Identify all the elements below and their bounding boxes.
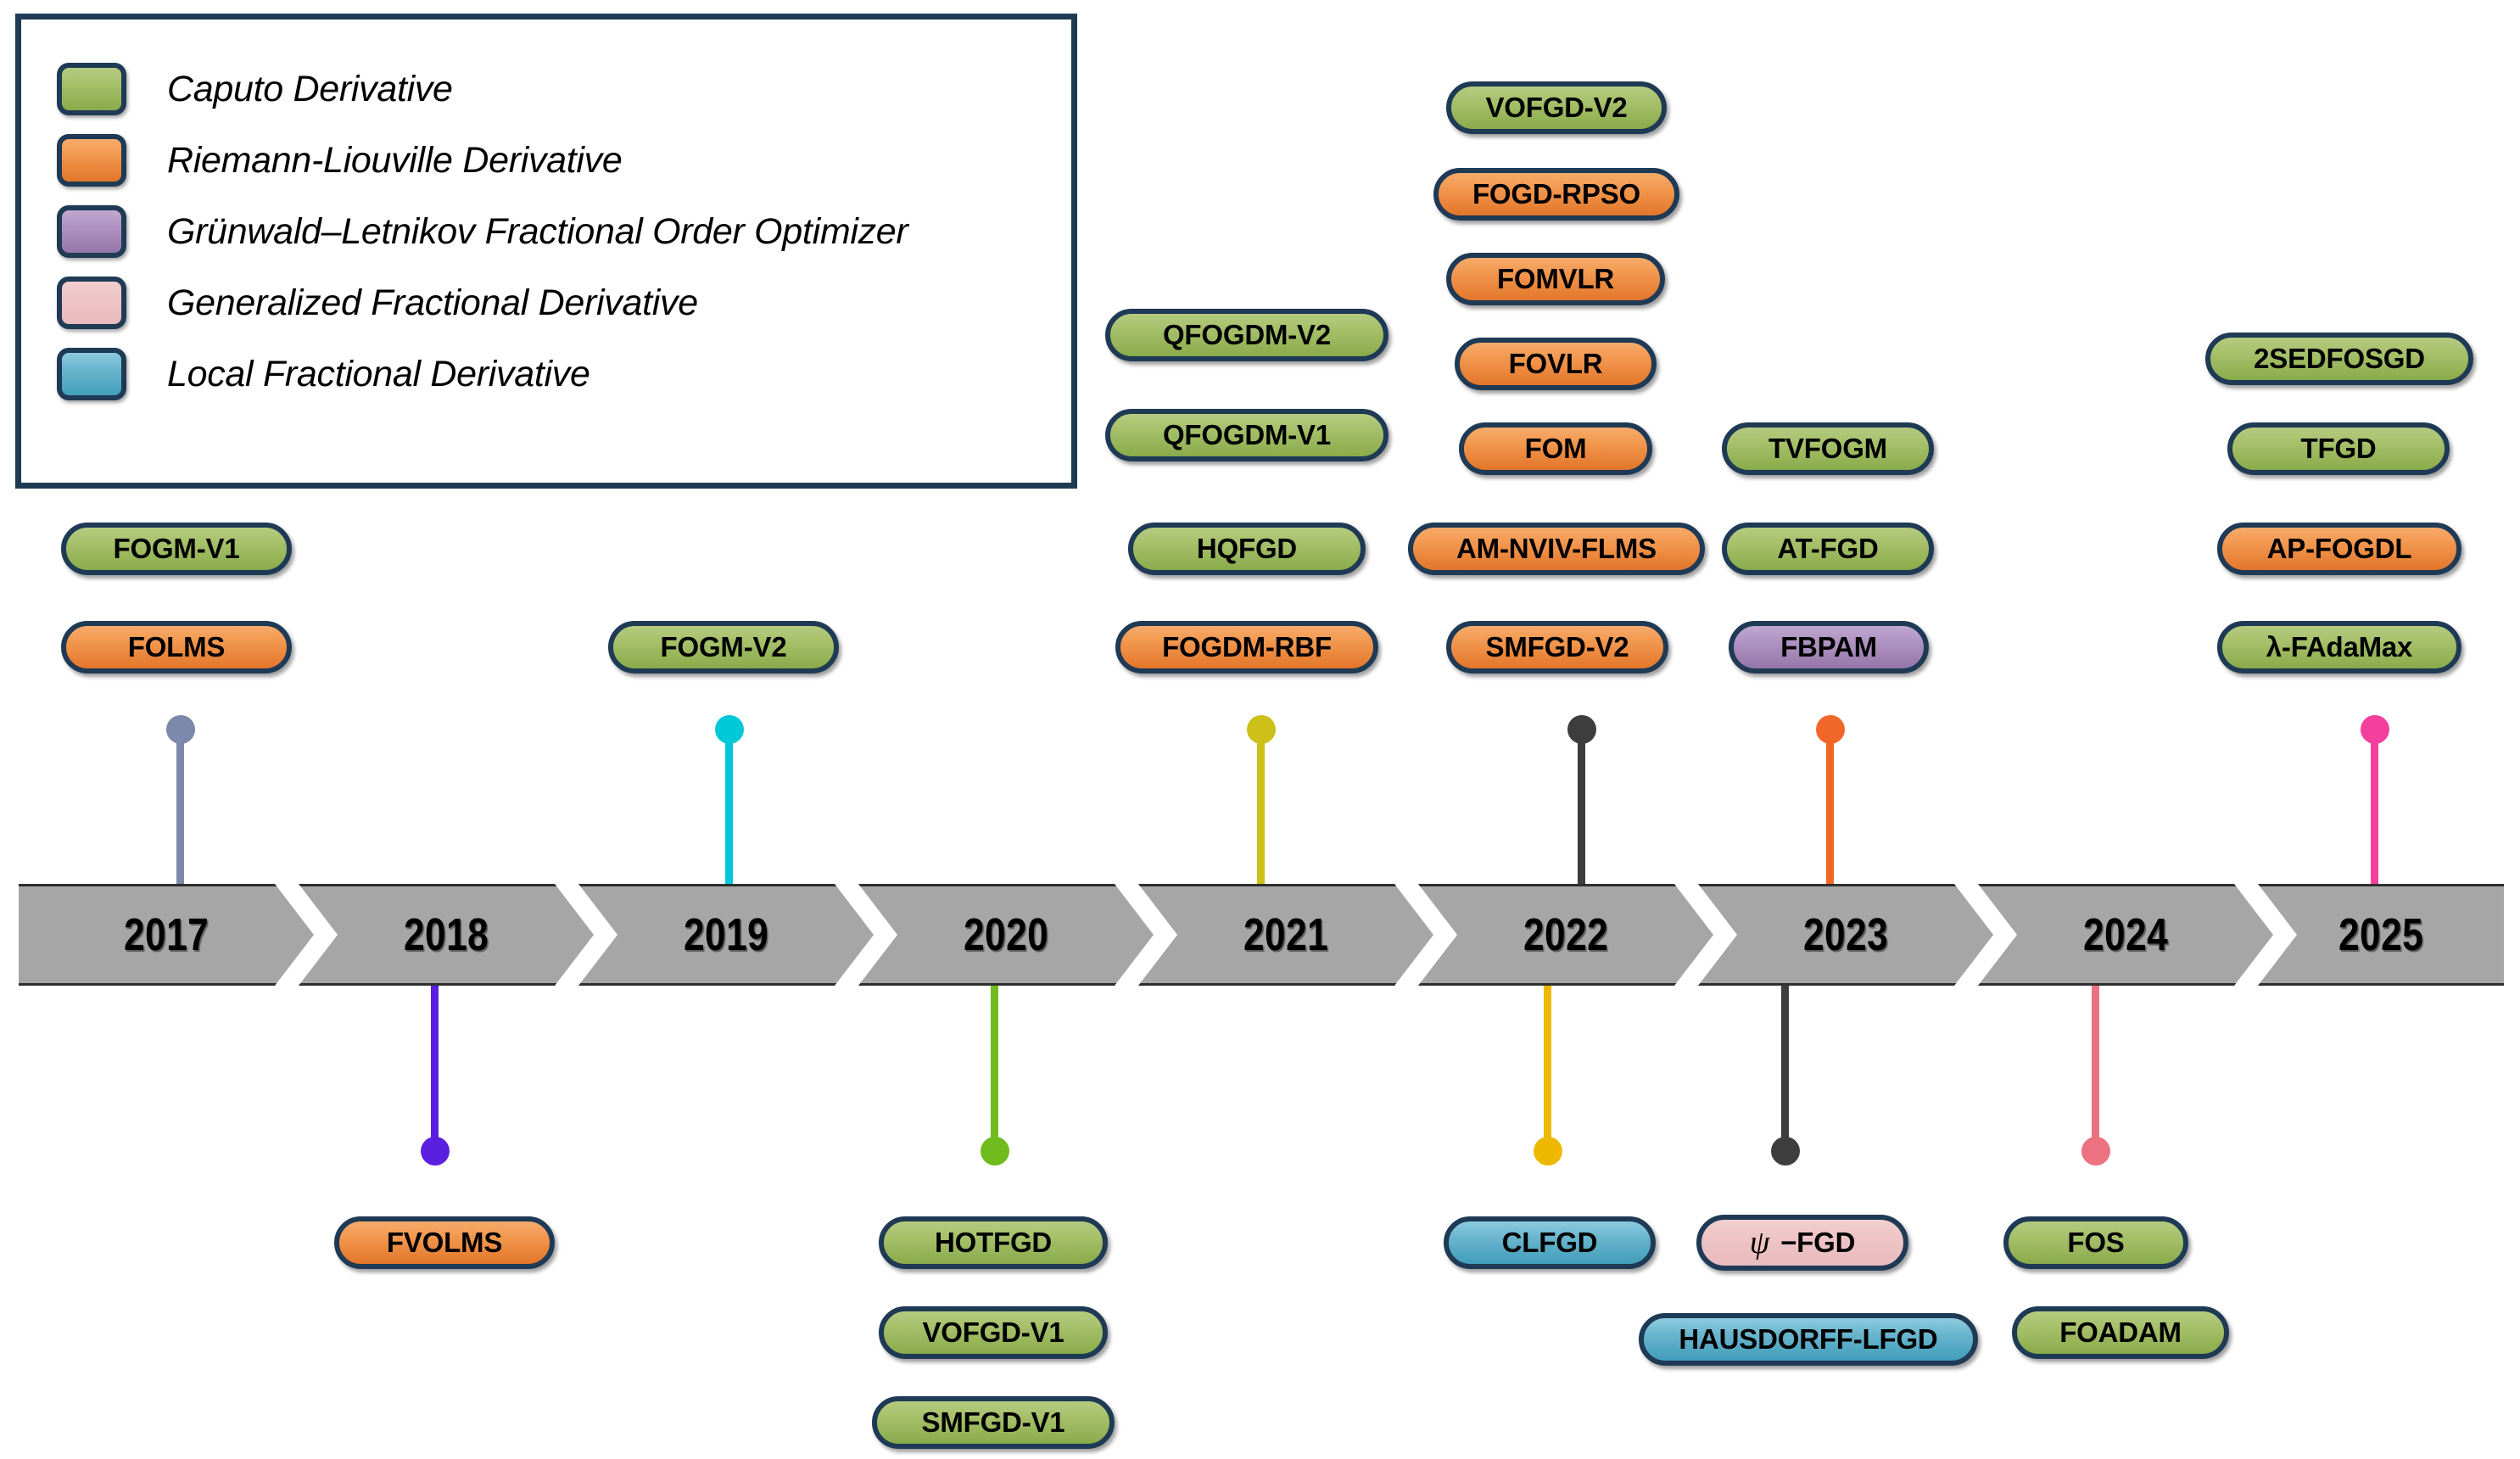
year-segment-2023[interactable]: 2023	[1698, 884, 1993, 986]
milestone-pill[interactable]: AM-NVIV-FLMS	[1408, 523, 1705, 575]
milestone-pill[interactable]: TVFOGM	[1722, 422, 1934, 475]
year-label: 2020	[963, 909, 1049, 960]
legend-swatch-generalized	[57, 277, 126, 329]
milestone-pill[interactable]: QFOGDM-V1	[1105, 409, 1389, 461]
year-segment-2022[interactable]: 2022	[1418, 884, 1713, 986]
legend-label-generalized: Generalized Fractional Derivative	[167, 282, 698, 323]
year-segment-2019[interactable]: 2019	[578, 884, 874, 986]
stem-dot-icon	[1815, 715, 1845, 744]
milestone-pill[interactable]: CLFGD	[1444, 1216, 1656, 1269]
legend-item-caputo: Caputo Derivative	[57, 53, 1071, 125]
milestone-pill[interactable]: HAUSDORFF-LFGD	[1639, 1313, 1978, 1366]
milestone-pill[interactable]: SMFGD-V2	[1446, 621, 1668, 674]
year-label: 2017	[123, 909, 210, 960]
milestone-pill[interactable]: FOS	[2003, 1216, 2188, 1269]
legend-label-grunwald-letnikov: Grünwald–Letnikov Fractional Order Optim…	[167, 210, 908, 252]
milestone-pill[interactable]: 2SEDFOSGD	[2205, 333, 2473, 385]
stem-2022-up	[1567, 715, 1596, 884]
legend-label-riemann-liouville: Riemann-Liouville Derivative	[167, 139, 623, 181]
milestone-pill[interactable]: AT-FGD	[1722, 523, 1934, 575]
legend-panel: Caputo Derivative Riemann-Liouville Deri…	[15, 14, 1077, 489]
year-segment-2024[interactable]: 2024	[1978, 884, 2273, 986]
milestone-pill-psi-fgd[interactable]: ψ −FGD	[1696, 1215, 1908, 1271]
year-label: 2022	[1523, 909, 1609, 960]
stem-2018-down	[420, 986, 450, 1166]
stem-2019-up	[714, 715, 744, 884]
milestone-pill[interactable]: QFOGDM-V2	[1105, 309, 1389, 361]
stem-dot-icon	[980, 1137, 1009, 1166]
stem-dot-icon	[420, 1137, 450, 1166]
stem-dot-icon	[1770, 1137, 1800, 1166]
stem-dot-icon	[2081, 1137, 2110, 1166]
milestone-pill[interactable]: HQFGD	[1128, 523, 1366, 575]
year-label: 2023	[1802, 909, 1889, 960]
milestone-pill[interactable]: FOGM-V1	[61, 523, 292, 575]
legend-swatch-grunwald-letnikov	[57, 205, 126, 258]
year-label: 2025	[2338, 909, 2424, 960]
legend-label-local: Local Fractional Derivative	[167, 353, 590, 394]
legend-swatch-riemann-liouville	[57, 134, 126, 187]
year-segment-2021[interactable]: 2021	[1138, 884, 1433, 986]
legend-item-local: Local Fractional Derivative	[57, 338, 1071, 410]
legend-swatch-local	[57, 348, 126, 400]
milestone-pill[interactable]: FOADAM	[2012, 1306, 2229, 1359]
milestone-pill[interactable]: FOM	[1459, 422, 1652, 475]
milestone-pill[interactable]: FOGDM-RBF	[1115, 621, 1378, 674]
legend-item-riemann-liouville: Riemann-Liouville Derivative	[57, 125, 1071, 196]
stem-2025-up	[2360, 715, 2389, 884]
year-segment-2018[interactable]: 2018	[299, 884, 594, 986]
milestone-pill[interactable]: HOTFGD	[879, 1216, 1108, 1269]
milestone-pill[interactable]: AP-FOGDL	[2217, 523, 2461, 575]
psi-symbol: ψ	[1749, 1225, 1770, 1261]
milestone-pill[interactable]: FVOLMS	[334, 1216, 555, 1269]
stem-dot-icon	[1533, 1137, 1562, 1166]
legend-item-grunwald-letnikov: Grünwald–Letnikov Fractional Order Optim…	[57, 196, 1071, 267]
stem-2022-down	[1533, 986, 1562, 1166]
milestone-pill[interactable]: FBPAM	[1729, 621, 1929, 674]
stem-2017-up	[165, 715, 195, 884]
milestone-pill[interactable]: TFGD	[2227, 422, 2450, 475]
stem-2023-down	[1770, 986, 1800, 1166]
year-segment-2017[interactable]: 2017	[19, 884, 314, 986]
year-label: 2021	[1243, 909, 1329, 960]
milestone-pill[interactable]: SMFGD-V1	[872, 1396, 1115, 1449]
milestone-pill[interactable]: VOFGD-V2	[1446, 81, 1667, 134]
year-label: 2019	[683, 909, 769, 960]
stem-2021-up	[1246, 715, 1276, 884]
stem-2024-down	[2081, 986, 2110, 1166]
legend-item-generalized: Generalized Fractional Derivative	[57, 267, 1071, 338]
stem-dot-icon	[165, 715, 195, 744]
milestone-pill[interactable]: FOGD-RPSO	[1433, 168, 1679, 221]
stem-2023-up	[1815, 715, 1845, 884]
stem-dot-icon	[2360, 715, 2389, 744]
milestone-pill[interactable]: VOFGD-V1	[879, 1306, 1108, 1359]
stem-dot-icon	[714, 715, 744, 744]
year-segment-2020[interactable]: 2020	[858, 884, 1154, 986]
legend-swatch-caputo	[57, 63, 126, 115]
milestone-pill[interactable]: λ-FAdaMax	[2217, 621, 2461, 674]
year-label: 2018	[403, 909, 489, 960]
milestone-pill[interactable]: FOGM-V2	[608, 621, 839, 674]
milestone-pill[interactable]: FOLMS	[61, 621, 292, 674]
milestone-pill[interactable]: FOMVLR	[1446, 253, 1665, 305]
stem-dot-icon	[1567, 715, 1596, 744]
year-label: 2024	[2082, 909, 2169, 960]
stem-2020-down	[980, 986, 1009, 1166]
legend-label-caputo: Caputo Derivative	[167, 68, 453, 109]
timeline-band: 2017 2018 2019 2020 2021 2022 2023 2024 …	[19, 884, 2504, 986]
year-segment-2025[interactable]: 2025	[2258, 884, 2504, 986]
milestone-pill[interactable]: FOVLR	[1455, 338, 1657, 390]
stem-dot-icon	[1246, 715, 1276, 744]
